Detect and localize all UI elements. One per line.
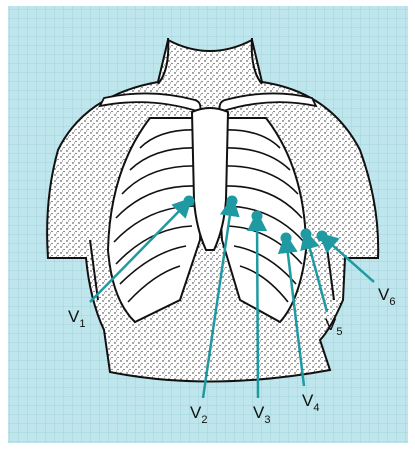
label-subscript: 4 bbox=[313, 402, 319, 414]
label-letter: V bbox=[190, 403, 202, 422]
label-letter: V bbox=[378, 285, 390, 304]
arrow-v3 bbox=[257, 216, 258, 398]
label-letter: V bbox=[302, 391, 314, 410]
label-subscript: 6 bbox=[389, 296, 395, 308]
label-letter: V bbox=[253, 403, 265, 422]
label-subscript: 1 bbox=[79, 318, 85, 330]
label-letter: V bbox=[68, 307, 80, 326]
label-subscript: 2 bbox=[201, 414, 207, 426]
label-letter: V bbox=[325, 315, 337, 334]
label-subscript: 5 bbox=[336, 326, 342, 338]
label-subscript: 3 bbox=[264, 414, 270, 426]
